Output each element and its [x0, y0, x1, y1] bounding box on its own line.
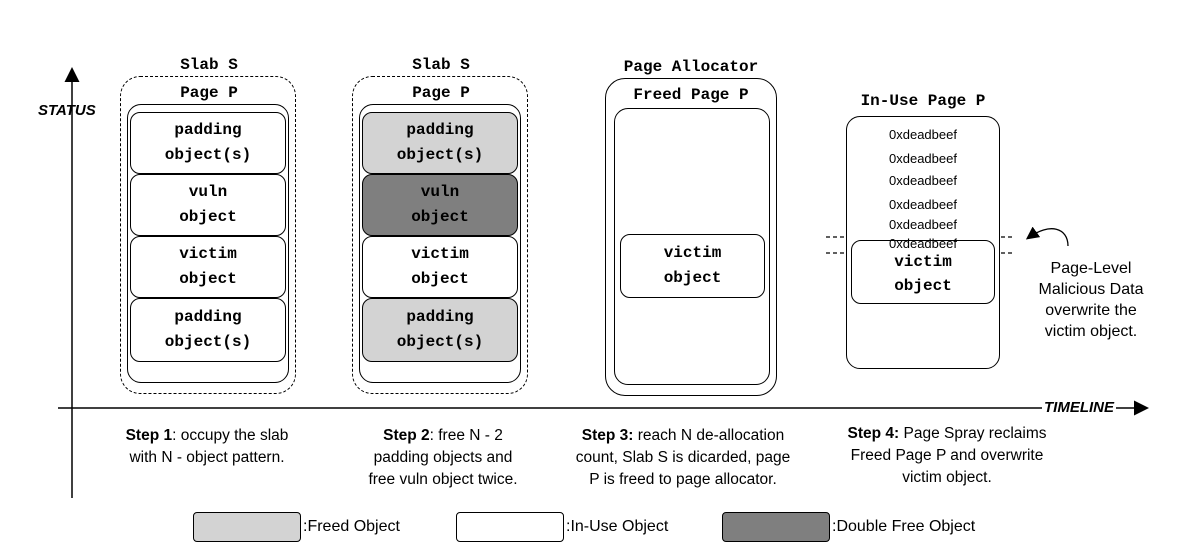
cell-label-line2: object(s) [164, 333, 252, 351]
step1-victim-object: victim object [130, 236, 286, 298]
step1-padding-object-top: padding object(s) [130, 112, 286, 174]
annotation-arrow [1025, 226, 1069, 247]
overwrite-annotation: Page-Level Malicious Data overwrite the … [1020, 258, 1162, 342]
step2-vuln-object: vuln object [362, 174, 518, 236]
legend-swatch-inuse [456, 512, 564, 542]
step4-page-title: In-Use Page P [860, 92, 986, 110]
step1-vuln-object: vuln object [130, 174, 286, 236]
status-axis-label: STATUS [38, 102, 96, 119]
hex-value: 0xdeadbeef [889, 217, 957, 232]
step2-padding-object-bottom: padding object(s) [362, 298, 518, 362]
legend-label-freed: :Freed Object [303, 518, 400, 535]
step3-allocator-title: Page Allocator [623, 58, 759, 76]
caption-text: count, Slab S is dicarded, page [575, 449, 791, 466]
hex-value: 0xdeadbeef [889, 127, 957, 142]
cell-label-line2: object(s) [164, 146, 252, 164]
annotation-line: victim object. [1044, 323, 1138, 340]
legend-label-double-free: :Double Free Object [832, 518, 976, 535]
caption-bold: Step 4: [847, 425, 900, 442]
step2-caption: Step 2: free N - 2 padding objects and f… [346, 425, 540, 491]
cell-label-line1: padding [174, 121, 242, 139]
cell-label-line2: object [894, 277, 952, 295]
step1-slab-title: Slab S [180, 56, 238, 74]
hex-value: 0xdeadbeef [889, 173, 957, 188]
caption-text: : free N - 2 [429, 427, 503, 444]
annotation-line: overwrite the [1045, 302, 1137, 319]
step1-page-title: Page P [180, 84, 238, 102]
step1-caption: Step 1: occupy the slab with N - object … [98, 425, 316, 469]
step3-page-title: Freed Page P [633, 86, 749, 104]
cell-label-line1: victim [179, 245, 237, 263]
annotation-line: Page-Level [1050, 260, 1132, 277]
caption-text: Page Spray reclaims [899, 425, 1047, 442]
cell-label-line1: padding [406, 308, 474, 326]
cell-label-line1: padding [174, 308, 242, 326]
hex-value: 0xdeadbeef [889, 151, 957, 166]
cell-label-line1: vuln [188, 183, 228, 201]
caption-text: Freed Page P and overwrite [850, 447, 1044, 464]
cell-label-line1: padding [406, 121, 474, 139]
step2-slab-title: Slab S [412, 56, 470, 74]
step4-caption: Step 4: Page Spray reclaims Freed Page P… [822, 423, 1072, 489]
caption-text: : occupy the slab [172, 427, 289, 444]
legend-swatch-double-free [722, 512, 830, 542]
step4-victim-object: victim object [851, 240, 995, 304]
cell-label-line2: object [179, 270, 237, 288]
cell-label-line2: object [663, 269, 722, 287]
step3-victim-object: victim object [620, 234, 765, 298]
step2-padding-object-top: padding object(s) [362, 112, 518, 174]
cell-label-line1: victim [894, 253, 952, 271]
cell-label-line2: object(s) [396, 333, 484, 351]
hex-value: 0xdeadbeef [889, 197, 957, 212]
step4-page-box: 0xdeadbeef 0xdeadbeef 0xdeadbeef 0xdeadb… [846, 116, 1000, 369]
caption-text: free vuln object twice. [368, 471, 518, 488]
legend-swatch-freed [193, 512, 301, 542]
caption-bold: Step 1 [125, 427, 173, 444]
cell-label-line1: victim [411, 245, 469, 263]
cell-label-line2: object [411, 208, 469, 226]
cell-label-line2: object(s) [396, 146, 484, 164]
caption-text: with N - object pattern. [129, 449, 285, 466]
legend-label-inuse: :In-Use Object [566, 518, 669, 535]
step1-slab-container [120, 76, 296, 394]
caption-bold: Step 2 [383, 427, 430, 444]
caption-text: reach N de-allocation [633, 427, 785, 444]
cell-label-line2: object [411, 270, 469, 288]
caption-text: padding objects and [373, 449, 513, 466]
caption-bold: Step 3: [581, 427, 634, 444]
step1-padding-object-bottom: padding object(s) [130, 298, 286, 362]
step3-caption: Step 3: reach N de-allocation count, Sla… [552, 425, 814, 491]
cell-label-line1: victim [663, 244, 722, 262]
step2-page-title: Page P [412, 84, 470, 102]
caption-text: P is freed to page allocator. [589, 471, 777, 488]
cell-label-line1: vuln [420, 183, 460, 201]
step2-slab-container [352, 76, 528, 394]
annotation-line: Malicious Data [1038, 281, 1144, 298]
step2-victim-object: victim object [362, 236, 518, 298]
timeline-axis-label: TIMELINE [1042, 399, 1116, 416]
cell-label-line2: object [179, 208, 237, 226]
caption-text: victim object. [902, 469, 992, 486]
hex-value-overlapping: 0xdeadbeef [889, 236, 957, 251]
